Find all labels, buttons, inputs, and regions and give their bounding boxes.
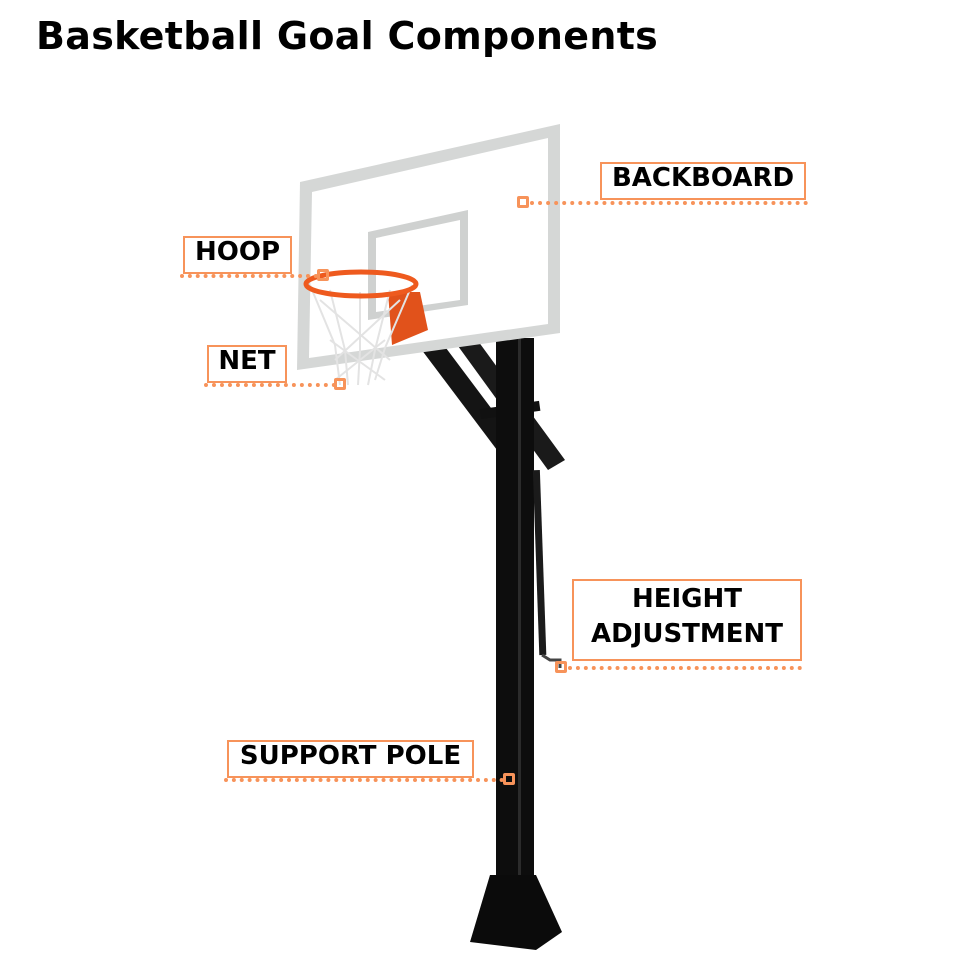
leader-support-pole: [224, 778, 504, 782]
label-support-pole: SUPPORT POLE: [227, 740, 474, 778]
leader-height-adjustment: [568, 666, 802, 670]
pole-base: [470, 875, 562, 950]
marker-support-pole: [503, 773, 515, 785]
label-hoop: HOOP: [183, 236, 292, 274]
leader-net: [204, 383, 336, 387]
label-backboard: BACKBOARD: [600, 162, 806, 200]
label-hoop-text: HOOP: [194, 237, 281, 267]
net: [309, 284, 413, 386]
page-title: Basketball Goal Components: [36, 14, 659, 58]
label-height-adjustment-line1: HEIGHT: [631, 584, 743, 614]
leader-hoop: [180, 274, 318, 278]
rim-bracket: [388, 292, 428, 345]
label-support-pole-text: SUPPORT POLE: [239, 741, 462, 771]
label-backboard-text: BACKBOARD: [611, 163, 795, 193]
marker-height-adjustment: [555, 661, 567, 673]
leader-backboard: [530, 201, 808, 205]
support-pole: [496, 338, 534, 878]
rim: [303, 269, 419, 299]
marker-net: [334, 378, 346, 390]
label-height-adjustment: HEIGHT ADJUSTMENT: [572, 579, 802, 661]
label-net: NET: [207, 345, 287, 383]
marker-hoop: [317, 269, 329, 281]
label-net-text: NET: [218, 346, 276, 376]
lower-strut: [418, 340, 515, 450]
marker-backboard: [517, 196, 529, 208]
label-height-adjustment-line2: ADJUSTMENT: [590, 618, 784, 649]
